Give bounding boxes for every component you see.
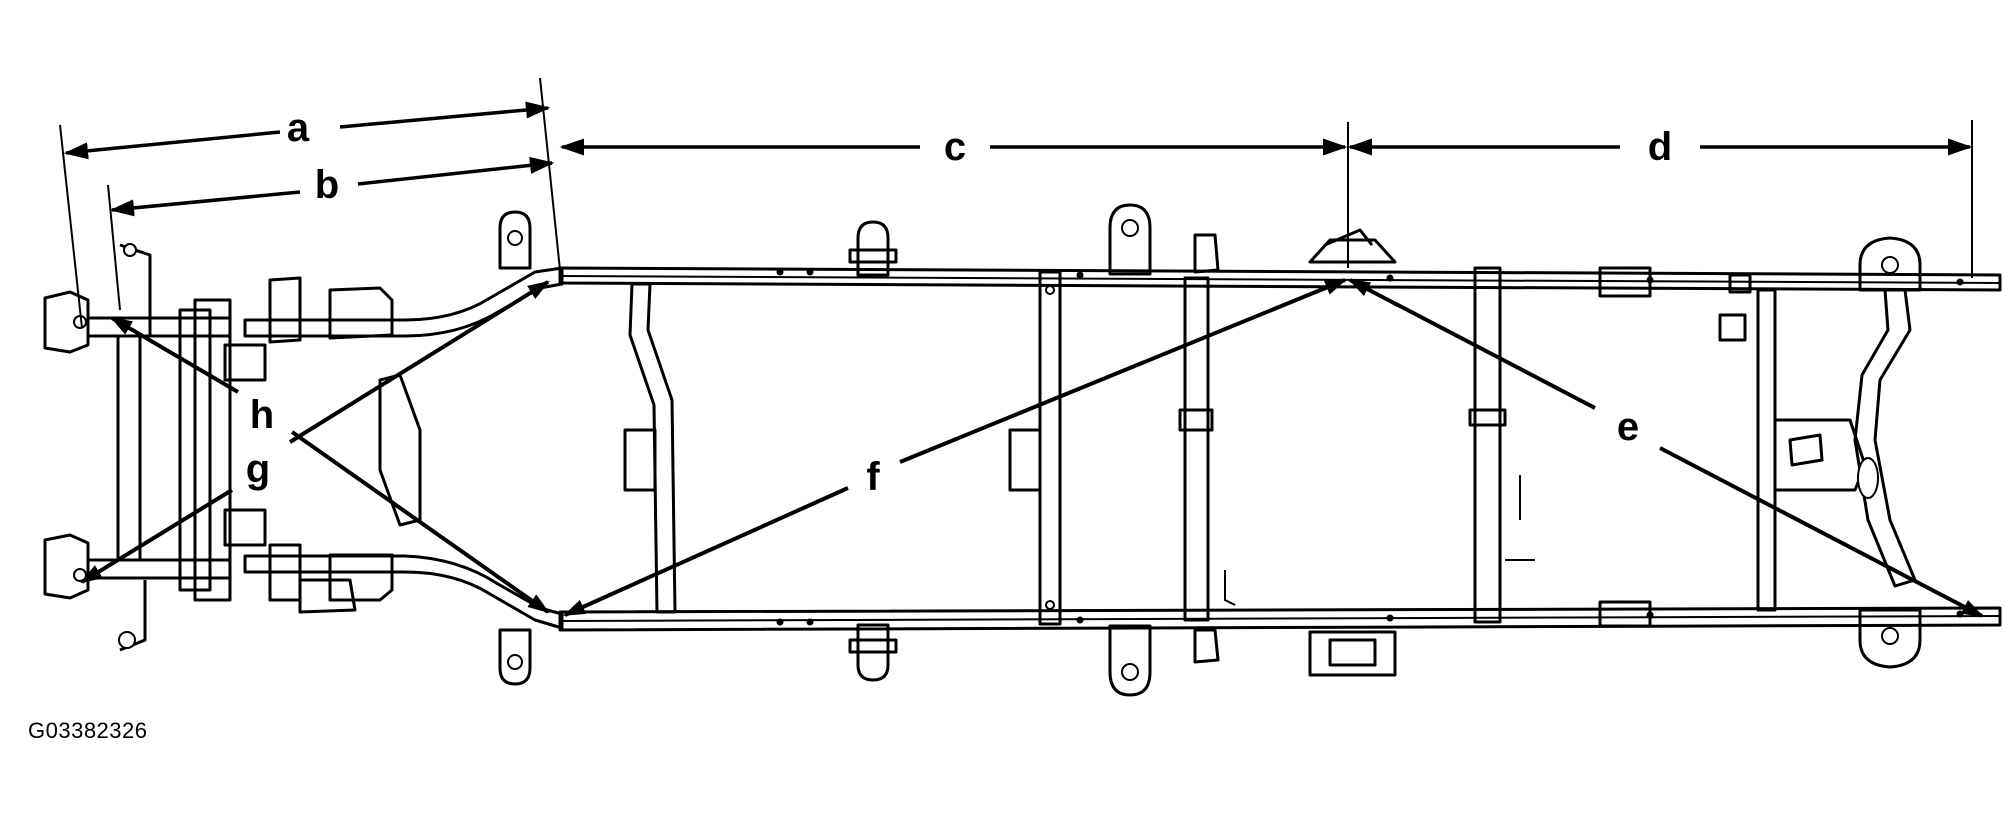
front-bumper-bracket-lower xyxy=(43,533,90,600)
body-mount-4-lower xyxy=(1308,630,1397,677)
diagonal-h-line xyxy=(110,316,240,394)
body-mount-3-lower xyxy=(1108,624,1152,697)
body-mount-front-lower xyxy=(498,628,532,686)
rear-crossmember xyxy=(1756,288,1777,612)
rear-hitch-lower xyxy=(1858,608,1922,669)
upper-side-rail xyxy=(558,266,2002,292)
label-d: d xyxy=(1648,125,1672,169)
dimension-lines xyxy=(59,77,1984,618)
crossmember-2 xyxy=(1038,270,1062,626)
label-e: e xyxy=(1617,405,1639,449)
diagonal-f-line xyxy=(899,278,1348,464)
lower-side-rail xyxy=(558,606,2002,632)
label-a: a xyxy=(287,106,310,150)
crossmember-1 xyxy=(628,282,677,614)
body-mount-2-lower xyxy=(856,623,890,682)
rear-kickup xyxy=(1853,288,1917,588)
body-mount-4-upper xyxy=(1308,238,1397,264)
body-mount-3-upper xyxy=(1108,203,1152,276)
rear-hitch-upper xyxy=(1858,236,1922,292)
body-mount-front-upper xyxy=(498,210,532,270)
crossmember-4 xyxy=(1473,266,1502,624)
body-mount-2-upper xyxy=(856,220,890,277)
label-f: f xyxy=(866,455,880,499)
front-lower-rail xyxy=(243,554,564,630)
label-c: c xyxy=(944,125,966,169)
vehicle-frame xyxy=(43,203,2002,697)
front-crossmember xyxy=(116,334,142,562)
figure-code: G03382326 xyxy=(28,718,148,743)
front-upper-rail xyxy=(243,266,564,338)
front-bumper-bracket-upper xyxy=(43,290,90,354)
diagonal-g-line xyxy=(288,280,550,444)
label-h: h xyxy=(250,393,274,437)
crossmember-3 xyxy=(1183,276,1210,622)
dimension-labels: a b c d e f g h xyxy=(246,106,1672,499)
diagonal-e-line xyxy=(1348,278,1596,410)
dimension-b-line xyxy=(109,190,301,217)
label-b: b xyxy=(315,163,339,207)
dimension-a-line xyxy=(63,130,281,160)
label-g: g xyxy=(246,447,270,491)
